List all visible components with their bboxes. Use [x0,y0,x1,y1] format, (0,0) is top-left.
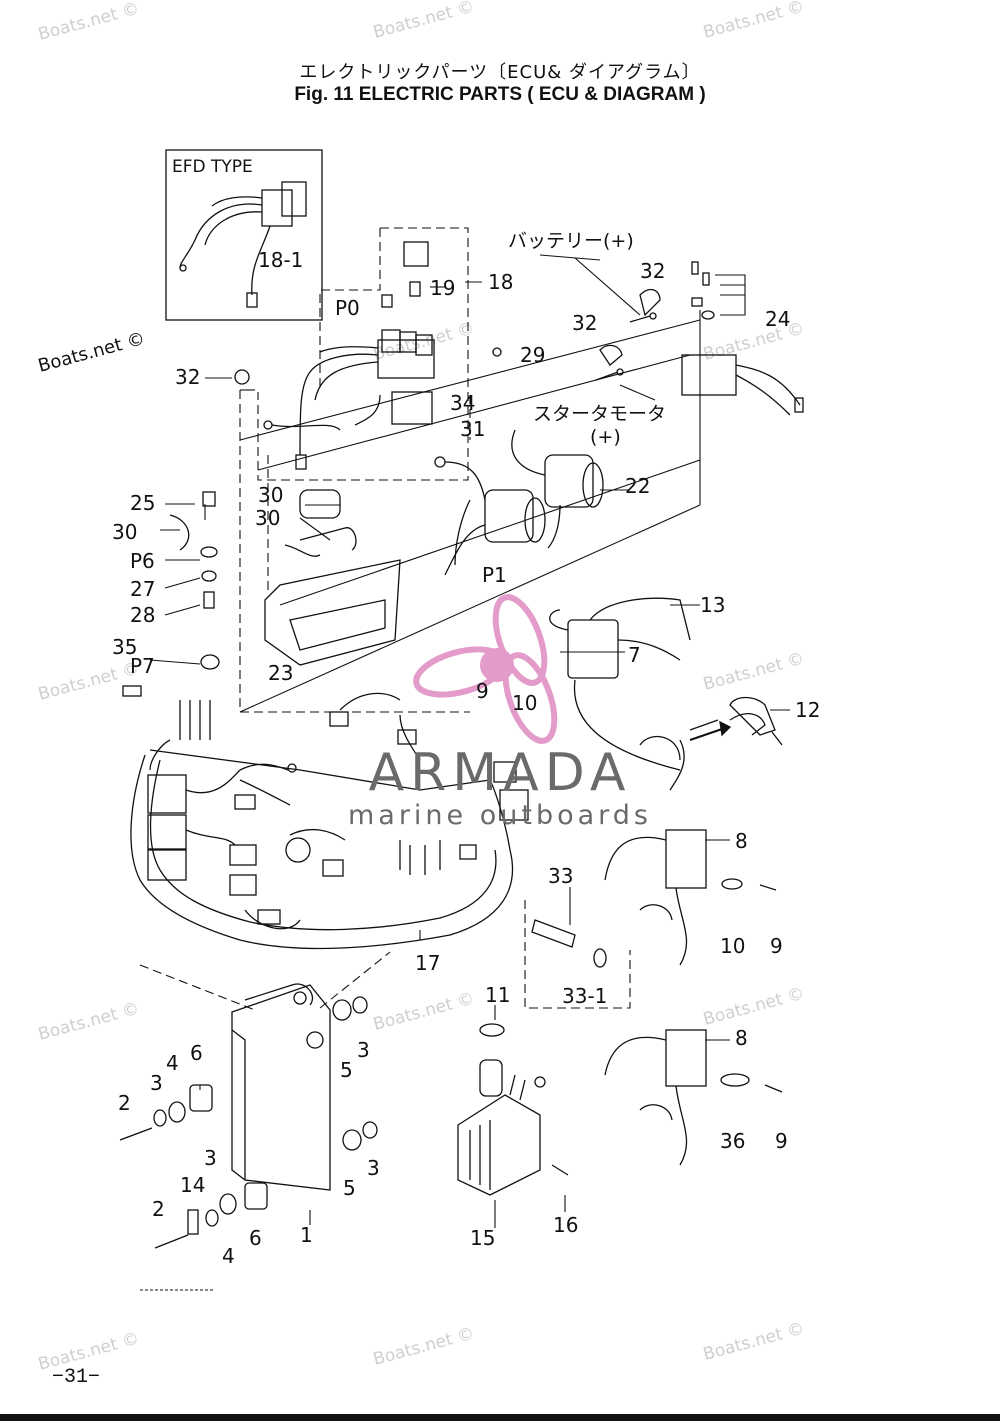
part-label: 18 [488,270,513,294]
part-label: 3 [357,1038,370,1062]
part-label: 9 [770,934,783,958]
wiring-harness-17 [130,692,529,950]
part-label: 32 [572,311,597,335]
part-label: 9 [775,1129,788,1153]
watermark: Boats.net © [701,649,806,695]
armada-logo [413,594,558,744]
watermark: Boats.net © [701,1319,806,1365]
watermark: Boats.net © [701,984,806,1030]
watermark: Boats.net © [371,319,476,365]
part-label: 14 [180,1173,205,1197]
part-label: 25 [130,491,155,515]
part-label: 15 [470,1226,495,1250]
part-label: 24 [765,307,790,331]
page-number: −31− [52,1366,101,1389]
part-label: 4 [222,1244,235,1268]
watermark: Boats.net © [371,0,476,43]
rectifier-and-sensor [457,919,607,1196]
part-label: 2 [118,1091,131,1115]
part-label: P6 [130,549,155,573]
part-label: 16 [553,1213,578,1237]
part-label: 28 [130,603,155,627]
part-label: 32 [175,365,200,389]
watermark: Boats.net © [371,1324,476,1370]
callout-starter-plus: (+) [590,426,621,448]
relay-fuse-block [234,241,502,470]
watermark: Boats.net © [36,0,141,45]
part-label: 8 [735,829,748,853]
title-english: Fig. 11 ELECTRIC PARTS ( ECU & DIAGRAM ) [294,84,706,105]
watermark: Boats.net © [701,0,806,43]
part-label: P0 [335,296,360,320]
armada-brand: ARMADA [369,743,632,803]
watermark: Boats.net © [36,999,141,1045]
part-label: 30 [112,520,137,544]
part-label: 10 [720,934,745,958]
spark-plug-cap-12 [689,696,783,746]
title-japanese: エレクトリックパーツ〔ECU& ダイアグラム〕 [299,62,701,83]
ecu-unit-1 [119,983,378,1249]
watermark: Boats.net © [36,659,141,705]
part-label: 3 [367,1156,380,1180]
part-number-labels: 18-1 18 19 P0 32 32 32 29 24 34 31 22 P1… [112,248,820,1268]
part-label: 30 [258,483,283,507]
part-label: 9 [476,679,489,703]
part-label: 29 [520,343,545,367]
part-label: 32 [640,259,665,283]
part-label: 19 [430,276,455,300]
part-label: 4 [166,1051,179,1075]
part-label: 13 [700,593,725,617]
part-label: 11 [485,983,510,1007]
scan-edge-bar [0,1414,1000,1421]
efd-type-label: EFD TYPE [172,157,253,177]
part-label: P1 [482,563,507,587]
part-label: 10 [512,691,537,715]
part-label: 34 [450,391,475,415]
efd-type-inset [165,149,323,321]
part-label: 8 [735,1026,748,1050]
starter-relays [434,429,604,576]
battery-cables [595,261,804,416]
part-label: 17 [415,951,440,975]
part-label: 6 [249,1226,262,1250]
part-label: 7 [628,643,641,667]
part-label: 27 [130,577,155,601]
part-label: 3 [204,1146,217,1170]
part-label: 31 [460,417,485,441]
part-label: 35 [112,635,137,659]
part-label: 33 [548,864,573,888]
callout-battery-plus: バッテリー(+) [508,230,634,252]
watermark-dark: Boats.net © [36,328,148,377]
part-label: 30 [255,506,280,530]
part-label: 5 [343,1176,356,1200]
part-label: 1 [300,1223,313,1247]
part-label: 18-1 [258,248,303,272]
part-label: 6 [190,1041,203,1065]
part-label: 3 [150,1071,163,1095]
part-label: 36 [720,1129,745,1153]
part-label: 33-1 [562,984,607,1008]
watermark: Boats.net © [701,319,806,365]
callout-starter-motor: スタータモータ [533,403,666,425]
part-label: 2 [152,1197,165,1221]
part-label: 23 [268,661,293,685]
part-label: 5 [340,1058,353,1082]
bracket-23 [122,489,401,697]
part-label: P7 [130,654,155,678]
armada-subtitle: marine outboards [348,800,652,831]
cdi-and-ignition-coils [549,597,783,1166]
part-label: 22 [625,474,650,498]
part-label: 12 [795,698,820,722]
watermark: Boats.net © [371,989,476,1035]
